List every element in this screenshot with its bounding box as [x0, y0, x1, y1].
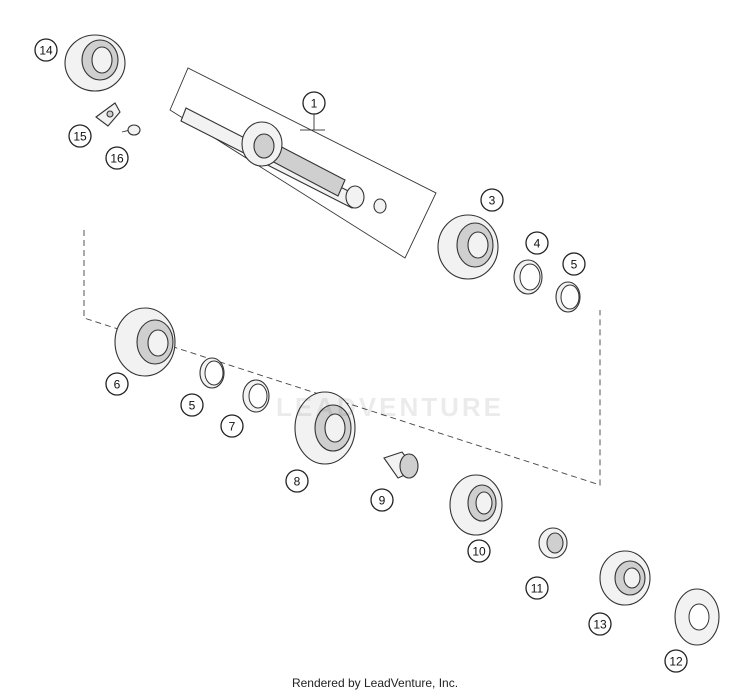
callout-number: 3	[489, 194, 496, 208]
assembly-boundary	[83, 230, 601, 486]
callout-number: 16	[110, 152, 124, 166]
callout-circle	[285, 469, 309, 493]
callout-circle	[467, 539, 491, 563]
washer-part-4	[513, 259, 543, 295]
callout-11: 11	[525, 576, 549, 600]
callout-circle	[664, 649, 688, 673]
callout-circle	[180, 393, 204, 417]
callout-circle	[105, 372, 129, 396]
callout-16: 16	[105, 146, 129, 170]
callout-1: 1	[302, 91, 326, 115]
callout-number: 5	[189, 399, 196, 413]
bearing-part-13	[599, 550, 651, 606]
callout-number: 9	[379, 494, 386, 508]
circlip-part-5-lower	[199, 357, 225, 389]
callout-circle	[562, 252, 586, 276]
callout-circle	[68, 124, 92, 148]
callout-circle	[525, 576, 549, 600]
callout-circle	[302, 91, 326, 115]
footer-credit: Rendered by LeadVenture, Inc.	[291, 676, 459, 690]
washer-part-7	[242, 379, 270, 413]
gear-part-10	[449, 474, 503, 536]
callout-number: 1	[311, 97, 318, 111]
callout-number: 6	[114, 378, 121, 392]
callout-3: 3	[480, 188, 504, 212]
callout-number: 8	[294, 475, 301, 489]
circlip-part-5-upper	[555, 281, 581, 313]
gear-part-3	[437, 214, 499, 280]
lock-plate-part-15	[95, 102, 121, 127]
watermark: LEADVENTURE	[275, 392, 504, 422]
gear-part-6	[114, 307, 176, 377]
callout-13: 13	[588, 612, 612, 636]
callout-circle	[370, 488, 394, 512]
callout-circle	[480, 188, 504, 212]
callout-14: 14	[34, 38, 58, 62]
callout-circle	[220, 414, 244, 438]
gear-part-8	[294, 391, 356, 465]
callout-7: 7	[220, 414, 244, 438]
callout-number: 5	[571, 258, 578, 272]
callout-number: 13	[593, 618, 607, 632]
shaft-group-box	[169, 67, 437, 259]
callout-5: 5	[562, 252, 586, 276]
bearing-part-14	[64, 34, 126, 92]
callout-number: 7	[229, 420, 236, 434]
callout-5: 5	[180, 393, 204, 417]
callout-number: 14	[39, 44, 53, 58]
callout-8: 8	[285, 469, 309, 493]
callout-9: 9	[370, 488, 394, 512]
callout-circle	[525, 231, 549, 255]
main-shaft-part-1	[180, 107, 387, 214]
callout-circle	[105, 146, 129, 170]
callout-12: 12	[664, 649, 688, 673]
callout-15: 15	[68, 124, 92, 148]
callout-number: 15	[73, 130, 87, 144]
callout-circle	[34, 38, 58, 62]
bushing-part-11	[538, 527, 568, 559]
callout-4: 4	[525, 231, 549, 255]
callout-circle	[588, 612, 612, 636]
callout-number: 11	[531, 582, 544, 596]
callout-number: 12	[669, 655, 683, 669]
callout-number: 10	[472, 545, 486, 559]
callout-6: 6	[105, 372, 129, 396]
bushing-part-9	[383, 451, 419, 479]
washer-part-12	[674, 588, 720, 646]
callout-10: 10	[467, 539, 491, 563]
callout-number: 4	[534, 237, 541, 251]
screw-part-16	[121, 124, 141, 136]
